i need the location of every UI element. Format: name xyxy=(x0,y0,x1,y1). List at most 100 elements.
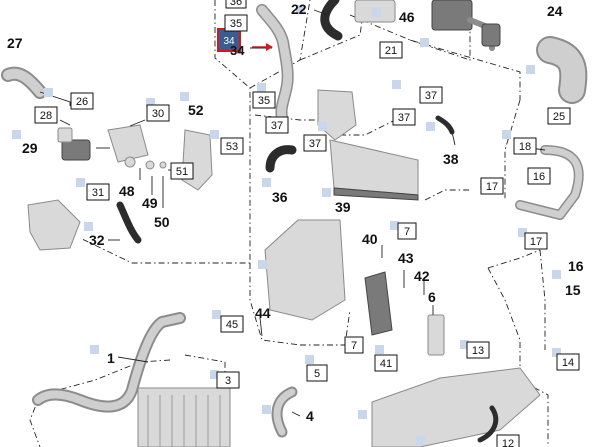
callout-15: 15 xyxy=(565,282,581,298)
callout-box-label: 41 xyxy=(380,358,392,370)
callout-34: 34 xyxy=(230,43,245,58)
box-17b: 17 xyxy=(524,232,548,250)
callout-29: 29 xyxy=(22,140,38,156)
callout-16: 16 xyxy=(568,258,584,274)
callout-box-frame xyxy=(146,104,170,122)
box-37b: 37 xyxy=(392,108,416,126)
parts xyxy=(1,0,588,447)
callout-box-frame xyxy=(374,354,398,372)
box-14: 14 xyxy=(556,353,580,371)
callout-box-label: 37 xyxy=(309,138,321,150)
box-37a: 37 xyxy=(419,86,443,104)
callout-box-frame xyxy=(496,434,520,447)
box-36-top: 36 xyxy=(225,0,247,9)
callout-42: 42 xyxy=(414,268,430,284)
bracket-40 xyxy=(264,219,445,356)
box-35: 35 xyxy=(224,14,248,32)
callout-box-frame xyxy=(527,167,551,185)
structure-13 xyxy=(371,367,541,447)
callout-box-frame xyxy=(419,86,443,104)
callout-24: 24 xyxy=(547,3,563,19)
callout-43: 43 xyxy=(398,250,414,266)
box-28: 28 xyxy=(34,106,58,124)
callout-box-frame xyxy=(513,137,537,155)
callout-box-frame xyxy=(216,371,240,389)
callout-box-label: 25 xyxy=(553,111,565,123)
box-3: 3 xyxy=(216,371,240,389)
callout-box-frame xyxy=(303,134,327,152)
callout-46: 46 xyxy=(399,9,415,25)
valve-29 xyxy=(57,127,91,161)
callout-box-frame xyxy=(86,183,110,201)
callout-box-frame xyxy=(547,107,571,125)
callout-39: 39 xyxy=(335,199,351,215)
callout-box-frame xyxy=(480,177,504,195)
boundary-lines xyxy=(29,0,549,447)
box-30: 30 xyxy=(146,104,170,122)
callout-49: 49 xyxy=(142,195,158,211)
callout-box-frame xyxy=(70,92,94,110)
callout-box-label: 5 xyxy=(314,368,320,380)
callout-box-label: 30 xyxy=(152,108,164,120)
callout-box-frame xyxy=(34,106,58,124)
box-25: 25 xyxy=(547,107,571,125)
bracket-30 xyxy=(107,124,213,191)
box-17a: 17 xyxy=(480,177,504,195)
callout-box-frame xyxy=(220,137,244,155)
callout-4: 4 xyxy=(306,408,314,424)
callout-box-frame xyxy=(524,232,548,250)
callout-box-label: 7 xyxy=(404,226,410,238)
callout-1: 1 xyxy=(107,350,115,366)
callouts: 34 22 46 24 27 52 29 38 48 49 50 36 39 3… xyxy=(7,1,584,424)
red-arrowhead xyxy=(266,43,273,51)
callout-box-label: 37 xyxy=(398,112,410,124)
box-37c: 37 xyxy=(265,116,289,134)
box-12: 12 xyxy=(496,434,520,447)
callout-box-label: 31 xyxy=(92,187,104,199)
callout-22: 22 xyxy=(291,1,307,17)
callout-box-label: 21 xyxy=(385,45,397,57)
cooler-39 xyxy=(329,139,419,201)
callout-box-frame xyxy=(224,14,248,32)
box-51: 51 xyxy=(170,162,194,180)
callout-38: 38 xyxy=(443,151,459,167)
box-13: 13 xyxy=(466,341,490,359)
box-45: 45 xyxy=(220,315,244,333)
callout-box-frame xyxy=(170,162,194,180)
callout-box-label: 51 xyxy=(176,166,188,178)
callout-box-label: 37 xyxy=(271,120,283,132)
callout-box-frame xyxy=(397,222,417,240)
callout-44: 44 xyxy=(255,305,271,321)
callout-50: 50 xyxy=(154,214,170,230)
callout-40: 40 xyxy=(362,231,378,247)
pump-32 xyxy=(27,199,142,251)
callout-box-label: 28 xyxy=(40,110,52,122)
bracket-37 xyxy=(317,89,455,141)
callout-box-frame xyxy=(252,91,276,109)
pipe-27 xyxy=(1,66,47,99)
callout-box-label: 35 xyxy=(230,18,242,30)
box-21: 21 xyxy=(379,41,403,59)
box-16: 16 xyxy=(527,167,551,185)
box-37d: 37 xyxy=(303,134,327,152)
highlighted-callout-34[interactable]: 34 xyxy=(217,28,273,52)
callout-6: 6 xyxy=(428,289,436,305)
callout-box-label: 17 xyxy=(486,181,498,193)
callout-box-label: 53 xyxy=(226,141,238,153)
pipe-17 xyxy=(515,145,584,220)
callout-36: 36 xyxy=(272,189,288,205)
box-53: 53 xyxy=(220,137,244,155)
callout-box-label: 37 xyxy=(425,90,437,102)
callout-box-label: 12 xyxy=(502,438,514,447)
hose-36 xyxy=(265,145,297,173)
radiator-3 xyxy=(137,387,231,447)
callout-box-label: 18 xyxy=(519,141,531,153)
pipe-1 xyxy=(32,312,186,413)
callout-box-label: 36 xyxy=(230,0,242,8)
pipe-34 xyxy=(256,4,294,124)
box-41: 41 xyxy=(374,354,398,372)
callout-box-frame xyxy=(220,315,244,333)
callout-box-frame xyxy=(466,341,490,359)
callout-box-label: 26 xyxy=(76,96,88,108)
